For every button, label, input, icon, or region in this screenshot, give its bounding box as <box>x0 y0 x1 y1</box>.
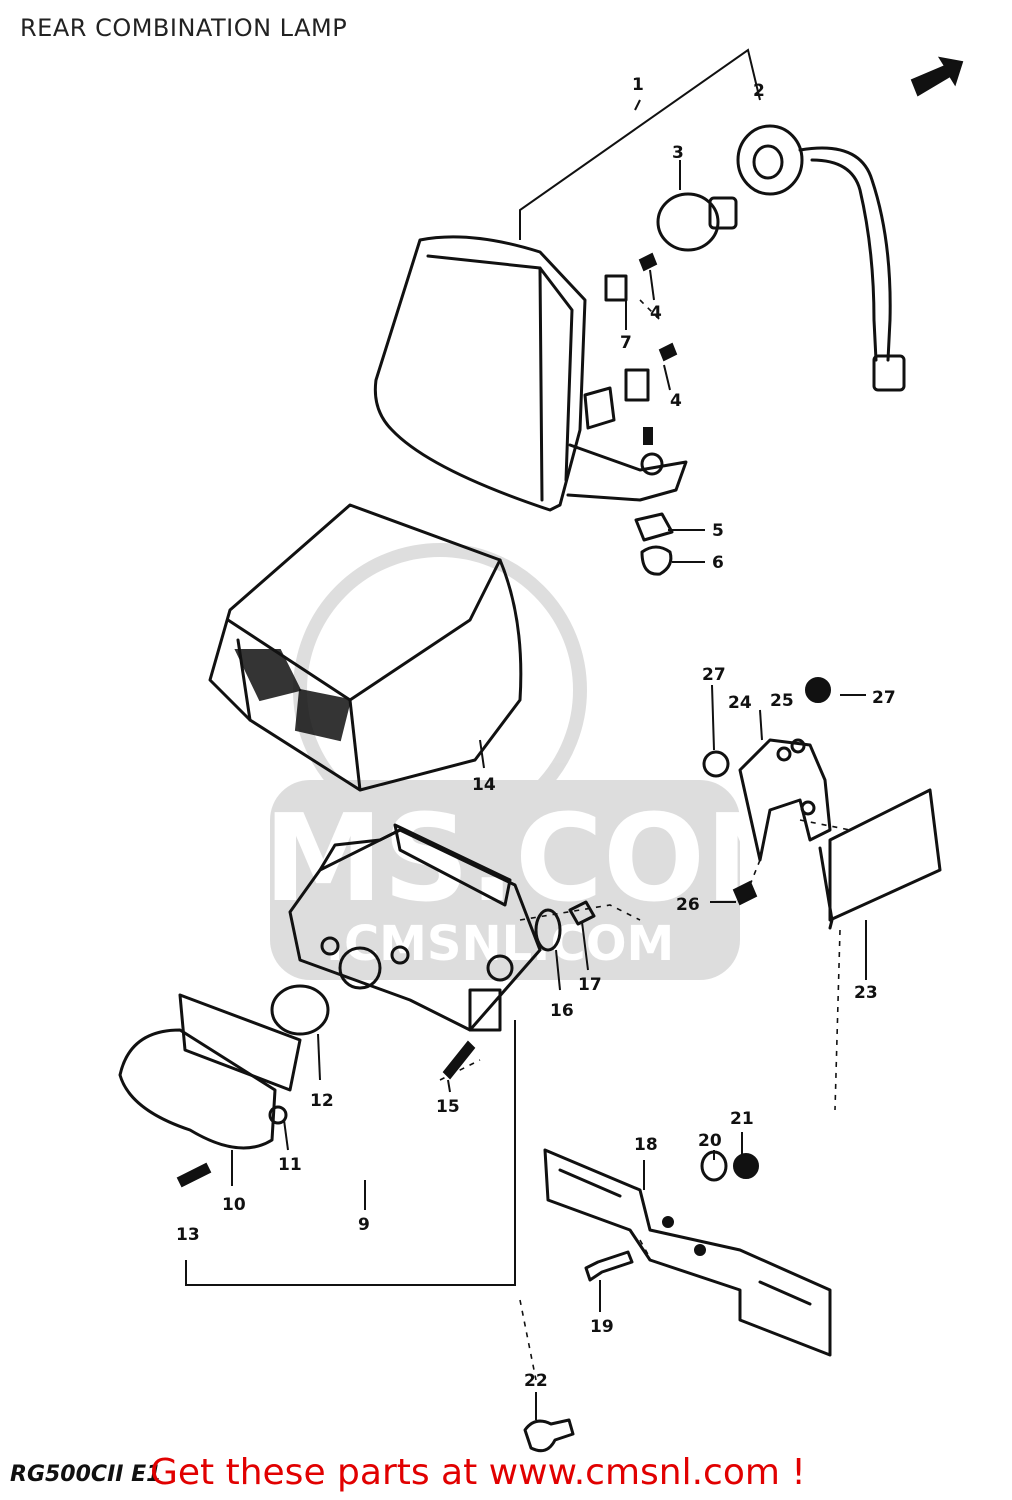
bolt-22 <box>523 1418 575 1453</box>
tail-lamp-body <box>288 823 542 1032</box>
page-title: REAR COMBINATION LAMP <box>20 14 348 42</box>
callout-14: 14 <box>472 775 496 795</box>
callout-24: 24 <box>728 693 752 713</box>
callout-27b: 27 <box>872 688 896 708</box>
callout-20: 20 <box>698 1131 722 1151</box>
callout-4a: 4 <box>650 303 662 323</box>
license-bulb <box>270 984 330 1036</box>
nut-17 <box>568 900 596 926</box>
callout-22: 22 <box>524 1371 548 1391</box>
callout-12: 12 <box>310 1091 334 1111</box>
promo-link[interactable]: Get these parts at www.cmsnl.com ! <box>150 1452 806 1493</box>
watermark-text: CMS.COM <box>176 790 825 929</box>
bolt-19 <box>584 1250 634 1282</box>
callout-21: 21 <box>730 1109 754 1129</box>
callout-2: 2 <box>753 81 765 101</box>
callout-18: 18 <box>634 1135 658 1155</box>
callouts: 1 2 3 4 4 5 6 7 9 10 11 12 13 14 15 16 1… <box>176 75 896 1391</box>
reflector-assembly <box>702 677 942 930</box>
tail-lamp-lens <box>118 993 302 1150</box>
screw-13 <box>176 1162 212 1188</box>
license-bracket <box>543 1148 832 1357</box>
screw-15 <box>442 1040 476 1080</box>
washer-16 <box>534 908 562 952</box>
callout-1: 1 <box>632 75 644 95</box>
callout-17: 17 <box>578 975 602 995</box>
small-screws <box>604 252 678 445</box>
watermark-subtext: .CMSNL.COM <box>326 916 675 972</box>
callout-27a: 27 <box>702 665 726 685</box>
callout-9: 9 <box>358 1215 370 1235</box>
washer-and-nut <box>634 512 674 576</box>
callout-4b: 4 <box>670 391 682 411</box>
callout-26: 26 <box>676 895 700 915</box>
callout-13: 13 <box>176 1225 200 1245</box>
callout-10: 10 <box>222 1195 246 1215</box>
lens-housing <box>373 235 688 512</box>
model-code: RG500CII E1 <box>10 1462 162 1487</box>
bulb-socket <box>736 124 906 392</box>
callout-11: 11 <box>278 1155 302 1175</box>
callout-19: 19 <box>590 1317 614 1337</box>
tail-bulb <box>656 192 738 252</box>
callout-25: 25 <box>770 691 794 711</box>
leader-lines <box>185 48 867 1420</box>
callout-7: 7 <box>620 333 632 353</box>
callout-6: 6 <box>712 553 724 573</box>
callout-23: 23 <box>854 983 878 1003</box>
nut-21 <box>733 1153 759 1179</box>
callout-5: 5 <box>712 521 724 541</box>
callout-16: 16 <box>550 1001 574 1021</box>
callout-15: 15 <box>436 1097 460 1117</box>
lamp-cover <box>208 503 523 792</box>
callout-3: 3 <box>672 143 684 163</box>
direction-arrow-icon <box>910 56 964 97</box>
